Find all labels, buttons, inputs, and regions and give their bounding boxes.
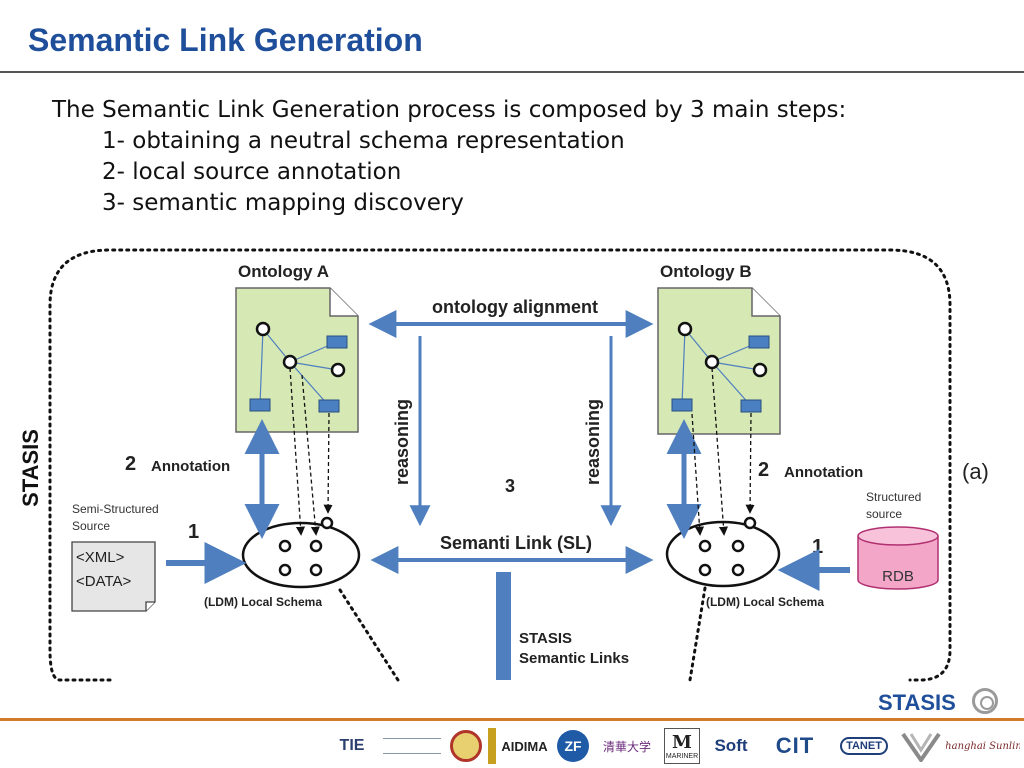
data-tag-text: <DATA>	[76, 573, 132, 590]
structured-label-2: source	[866, 507, 902, 521]
local-schema-b-nodes	[698, 516, 757, 577]
ontology-concept	[671, 398, 693, 412]
xml-document-icon	[71, 541, 156, 612]
stasis-logo-icon	[972, 688, 998, 714]
stasis-links-label-1: STASIS	[519, 630, 572, 647]
footer-divider	[0, 718, 1024, 721]
stasis-boundary	[48, 248, 952, 682]
shanghai-sunline-logo: Shanghai Sunline	[946, 740, 1020, 752]
soft-logo: Soft	[714, 736, 748, 755]
cit-logo: CIT	[775, 733, 815, 758]
stasis-side-label: STASIS	[18, 429, 43, 507]
schema-b-link-line	[688, 586, 707, 682]
stasis-links-label-2: Semantic Links	[519, 650, 629, 667]
ldm-left-label: (LDM) Local Schema	[204, 595, 322, 609]
partner-v-logo	[900, 728, 942, 764]
annotation-left-label: Annotation	[151, 458, 230, 475]
input-right-number: 1	[812, 536, 823, 558]
ontology-b-document	[657, 287, 781, 435]
ontology-node	[255, 321, 271, 337]
annotation-mappings-a	[289, 367, 333, 536]
ontology-a-document	[235, 287, 359, 433]
local-schema-a-nodes	[278, 516, 334, 577]
schema-a-link-line	[338, 588, 400, 682]
aidima-logo: AIDIMA	[488, 728, 550, 764]
intro-text: The Semantic Link Generation process is …	[52, 97, 847, 123]
reasoning-right-label: reasoning	[583, 399, 603, 485]
ontology-b-label: Ontology B	[660, 262, 752, 281]
step-3-label: 3	[505, 476, 515, 496]
mariner-logo: M MARINER	[664, 728, 700, 764]
semi-structured-label-2: Source	[72, 519, 110, 533]
ontology-node	[704, 354, 720, 370]
stasis-brand-text: STASIS	[878, 690, 956, 715]
ontology-node	[330, 362, 346, 378]
tanet-logo: TANET	[832, 728, 896, 764]
stasis-semantic-links-bar	[496, 572, 511, 680]
title-divider	[0, 71, 1024, 73]
tsinghua-logo: 清華大学	[602, 739, 651, 754]
step-2-text: 2- local source annotation	[102, 159, 402, 185]
rdb-label: RDB	[882, 568, 914, 585]
ontology-node	[282, 354, 298, 370]
input-left-number: 1	[188, 521, 199, 543]
tie-logo: TIE	[339, 737, 365, 754]
annotation-left-number: 2	[125, 453, 136, 475]
ontology-concept	[249, 398, 271, 412]
ontology-a-label: Ontology A	[238, 262, 329, 281]
page-title: Semantic Link Generation	[28, 22, 423, 58]
ontology-node	[677, 321, 693, 337]
university-seal-logo	[448, 728, 484, 764]
xml-tag-text: <XML>	[76, 549, 125, 566]
ontology-concept	[326, 335, 348, 349]
ontology-concept	[748, 335, 770, 349]
structured-label-1: Structured	[866, 490, 921, 504]
ldm-right-label: (LDM) Local Schema	[706, 595, 824, 609]
annotation-right-number: 2	[758, 459, 769, 481]
step-1-text: 1- obtaining a neutral schema representa…	[102, 128, 625, 154]
annotation-mappings-b	[691, 367, 755, 536]
ontology-alignment-label: ontology alignment	[432, 297, 598, 317]
figure-label: (a)	[962, 459, 989, 484]
semi-structured-label-1: Semi-Structured	[72, 502, 159, 516]
step-3-text: 3- semantic mapping discovery	[102, 190, 464, 216]
partner-logo-small	[380, 728, 444, 764]
semantic-link-label: Semanti Link (SL)	[440, 533, 592, 553]
ontology-concept	[318, 399, 340, 413]
ontology-node	[752, 362, 768, 378]
annotation-right-label: Annotation	[784, 464, 863, 481]
reasoning-left-label: reasoning	[392, 399, 412, 485]
ontology-concept	[740, 399, 762, 413]
zf-logo: ZF	[556, 728, 590, 764]
rdb-cylinder	[857, 526, 939, 590]
